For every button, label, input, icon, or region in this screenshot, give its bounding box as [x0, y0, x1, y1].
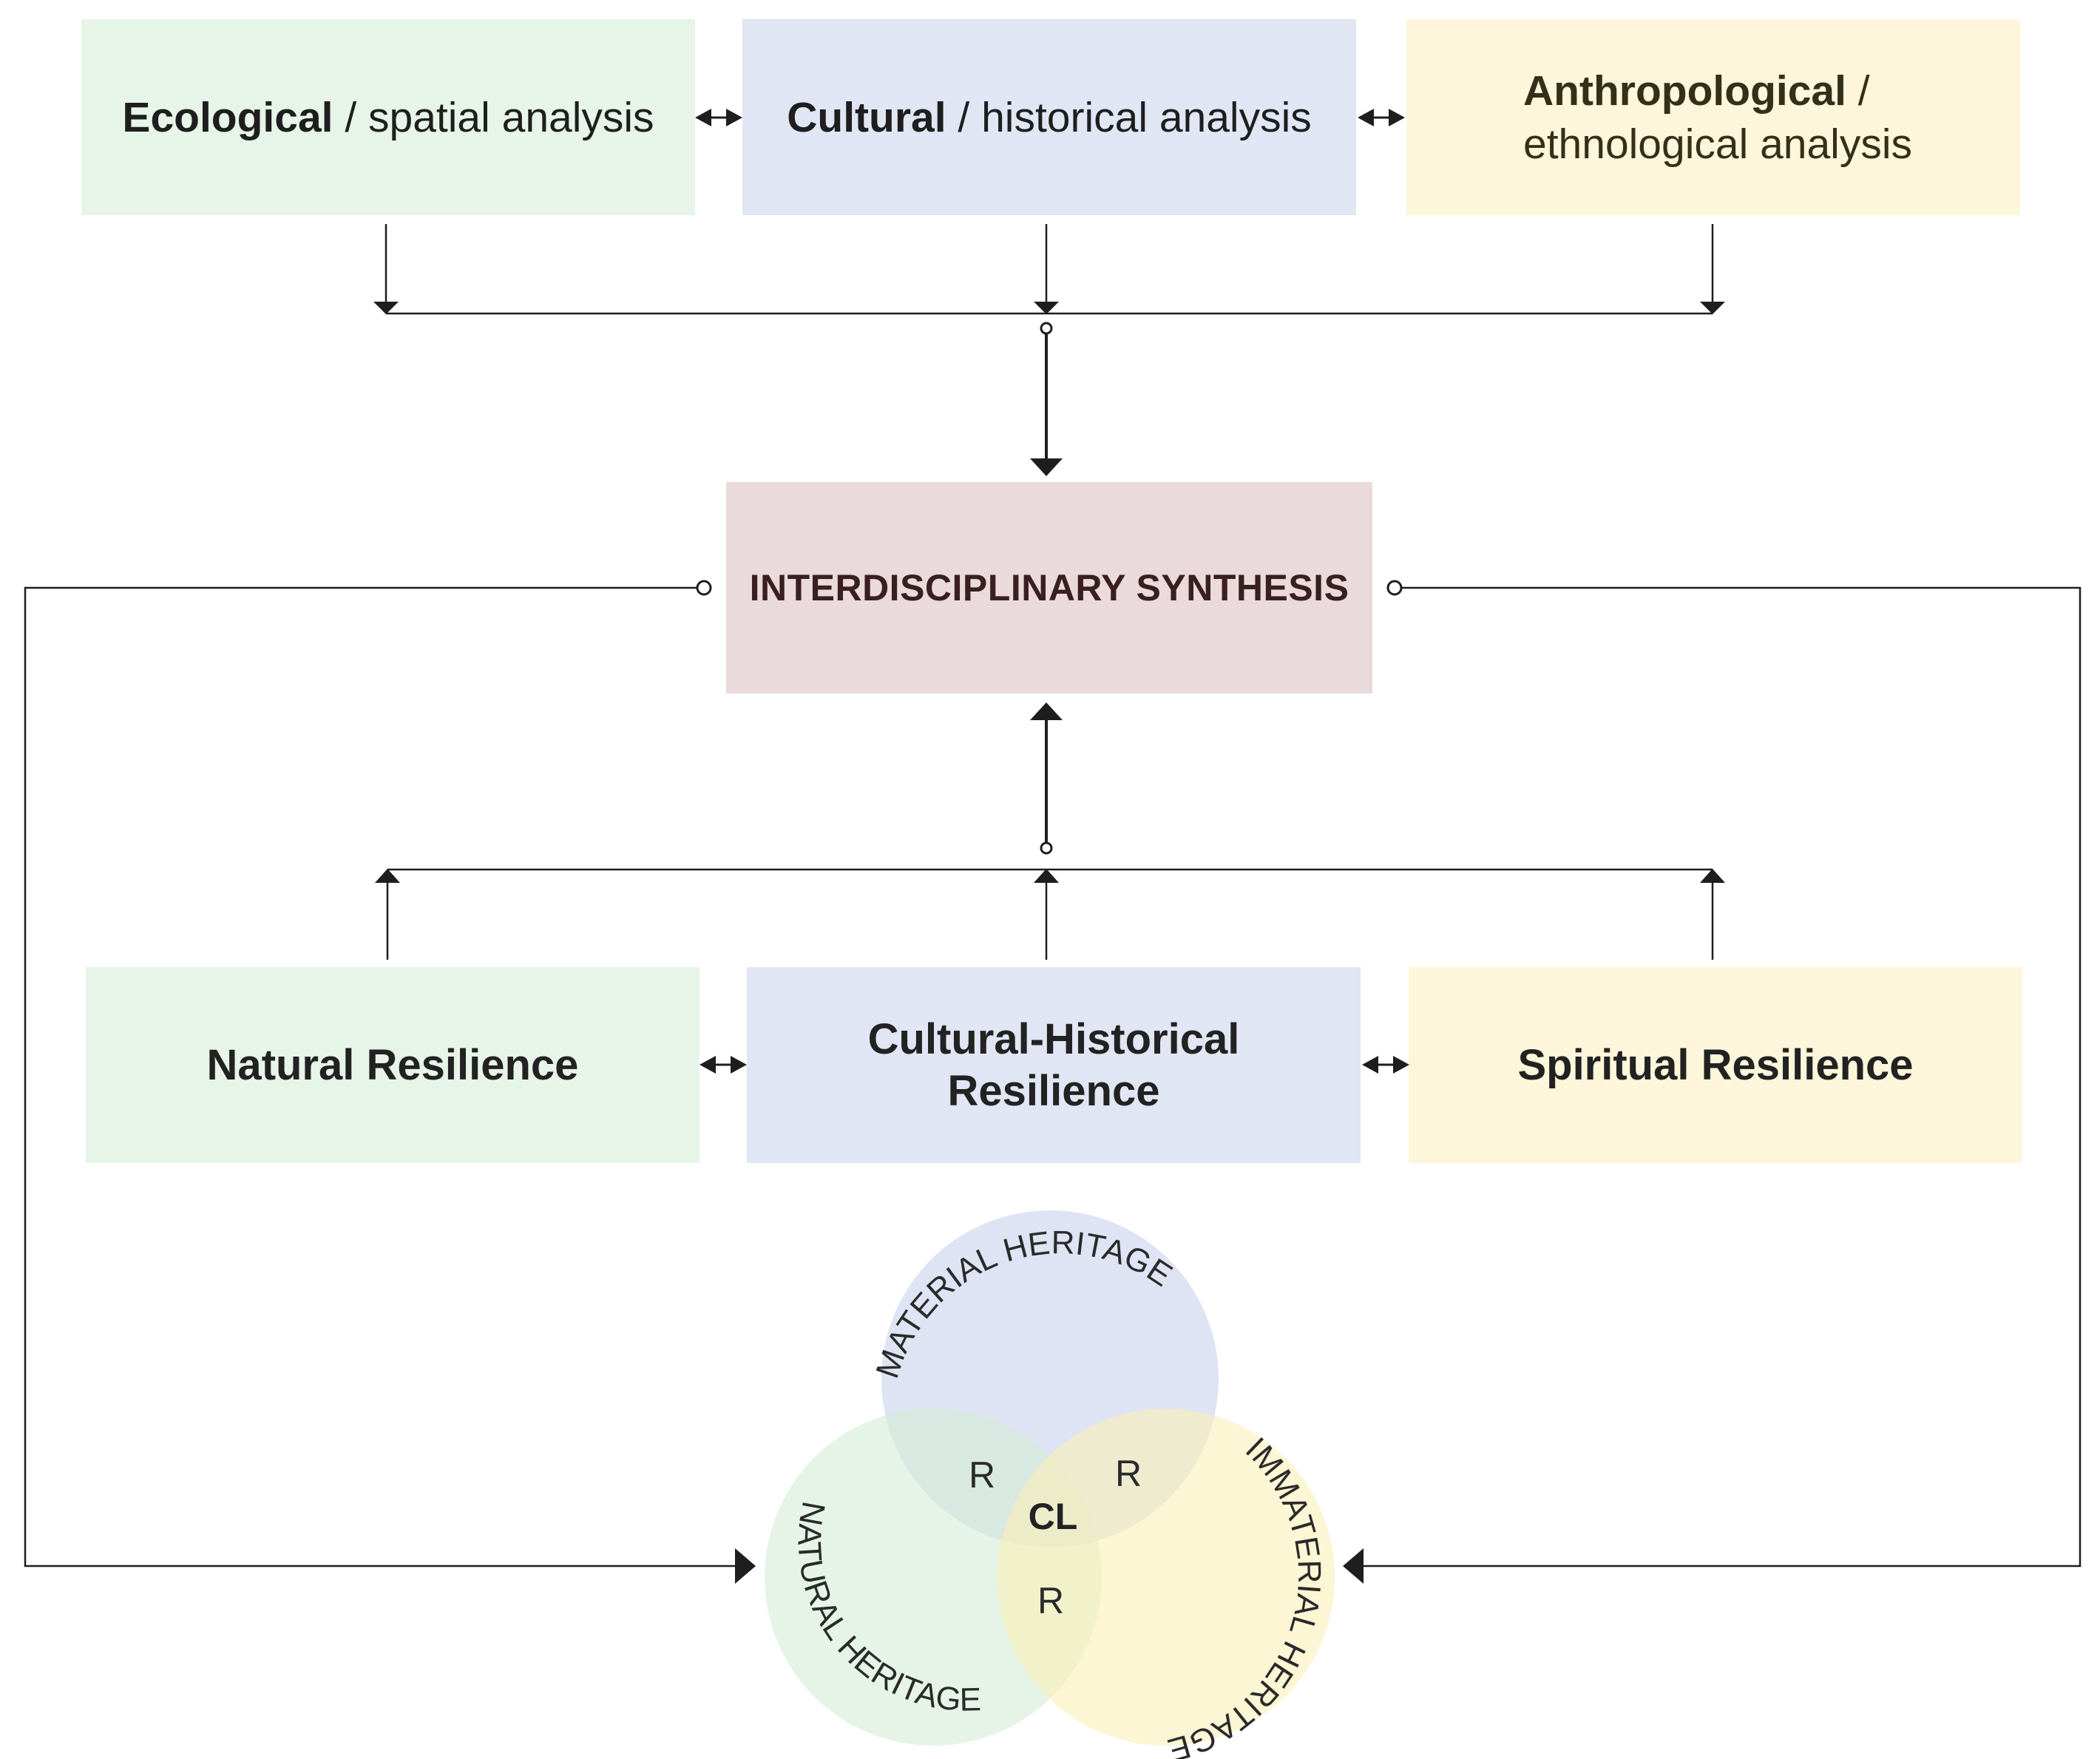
- spiritual-resilience-label: Spiritual Resilience: [1517, 1040, 1914, 1089]
- natural-resilience-box: Natural Resilience: [86, 967, 700, 1163]
- top-collector-arrowheads: [373, 302, 1725, 314]
- cultural-historical-line1: Cultural-Historical: [867, 1014, 1240, 1063]
- heritage-venn-diagram: MATERIAL HERITAGE NATURAL HERITAGE IMMAT…: [765, 1210, 1335, 1759]
- top-collector-lines: [385, 224, 1714, 315]
- bottom-collector-lines: [386, 868, 1714, 960]
- cultural-analysis-label: Cultural / historical analysis: [787, 91, 1312, 144]
- cultural-landscape-center-label: CL: [1029, 1496, 1078, 1537]
- interdisciplinary-synthesis-box: INTERDISCIPLINARY SYNTHESIS: [726, 482, 1372, 694]
- double-arrow-cultural-anthro: [1358, 109, 1405, 126]
- ecological-analysis-box: Ecological / spatial analysis: [81, 19, 695, 215]
- natural-resilience-label: Natural Resilience: [206, 1040, 579, 1089]
- overlap-material-natural-label: R: [969, 1454, 995, 1496]
- cultural-historical-line2: Resilience: [947, 1066, 1160, 1115]
- feedback-loop-right: [1343, 580, 2082, 1584]
- double-arrow-natural-cultural: [700, 1056, 747, 1074]
- anthropological-analysis-box: Anthropological / ethnological analysis: [1406, 19, 2020, 215]
- immaterial-heritage-circle: [998, 1409, 1335, 1746]
- double-arrow-cultural-spiritual: [1362, 1056, 1409, 1074]
- double-arrow-eco-cultural: [695, 109, 742, 126]
- ecological-analysis-label: Ecological / spatial analysis: [122, 91, 654, 144]
- overlap-material-immaterial-label: R: [1115, 1453, 1142, 1494]
- cultural-bold-text: Cultural: [787, 93, 946, 141]
- anthropological-analysis-label: Anthropological / ethnological analysis: [1406, 64, 1912, 171]
- synthesis-label: INTERDISCIPLINARY SYNTHESIS: [749, 567, 1349, 609]
- anthropological-line2-text: ethnological analysis: [1523, 120, 1912, 168]
- anthropological-slash-text: /: [1846, 67, 1870, 115]
- natural-heritage-circle: [765, 1409, 1102, 1746]
- ecological-rest-text: / spatial analysis: [333, 93, 654, 141]
- anthropological-bold-text: Anthropological: [1523, 67, 1846, 115]
- feedback-loop-left: [24, 580, 756, 1584]
- cultural-analysis-box: Cultural / historical analysis: [742, 19, 1356, 215]
- ecological-bold-text: Ecological: [122, 93, 333, 141]
- bottom-collector-arrowheads: [375, 869, 1725, 883]
- cultural-historical-resilience-label: Cultural-Historical Resilience: [868, 1014, 1240, 1117]
- arrow-to-synthesis-bottom: [1030, 702, 1063, 855]
- cultural-historical-resilience-box: Cultural-Historical Resilience: [747, 967, 1361, 1163]
- overlap-natural-immaterial-label: R: [1037, 1580, 1064, 1621]
- cultural-rest-text: / historical analysis: [946, 93, 1312, 141]
- spiritual-resilience-box: Spiritual Resilience: [1409, 967, 2022, 1163]
- arrow-to-synthesis-top: [1030, 322, 1063, 476]
